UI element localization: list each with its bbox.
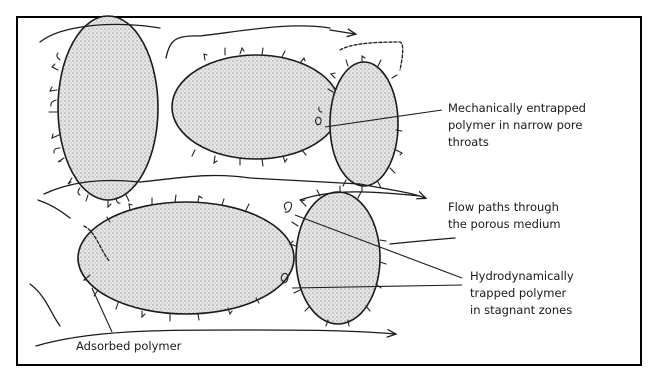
label-adsorbed-polymer: Adsorbed polymer: [76, 338, 181, 355]
label-flow-paths: Flow paths through the porous medium: [448, 199, 561, 233]
label-trapped-line1: Hydrodynamically: [470, 268, 574, 285]
label-entrapped-line1: Mechanically entrapped: [448, 100, 586, 117]
label-flow-line2: the porous medium: [448, 216, 561, 233]
label-adsorbed-text: Adsorbed polymer: [76, 338, 181, 355]
grain-bottom-right: [296, 192, 380, 324]
label-flow-line1: Flow paths through: [448, 199, 561, 216]
grain-top-middle: [172, 55, 340, 159]
label-mechanically-entrapped: Mechanically entrapped polymer in narrow…: [448, 100, 586, 151]
label-entrapped-line3: throats: [448, 134, 586, 151]
label-trapped-line3: in stagnant zones: [470, 302, 574, 319]
label-trapped-line2: trapped polymer: [470, 285, 574, 302]
label-entrapped-line2: polymer in narrow pore: [448, 117, 586, 134]
label-hydrodynamically-trapped: Hydrodynamically trapped polymer in stag…: [470, 268, 574, 319]
grain-top-right: [330, 62, 398, 186]
grain-top-left: [58, 16, 158, 200]
grain-bottom-left: [78, 202, 294, 314]
